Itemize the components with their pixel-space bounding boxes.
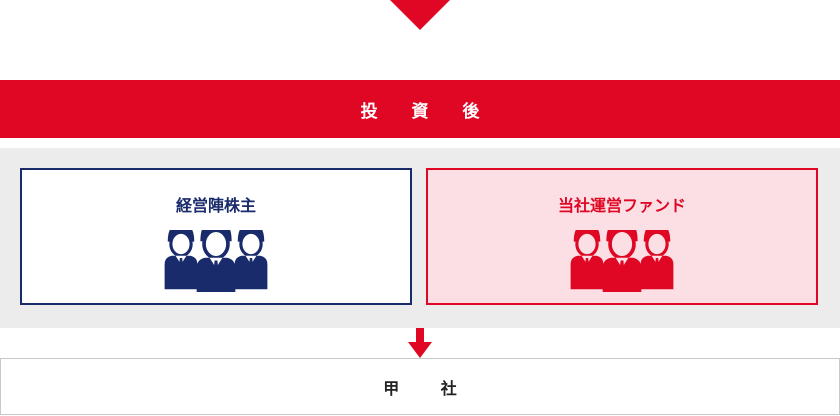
company-title: 甲 社 — [383, 378, 475, 398]
header-title: 投 資 後 — [360, 101, 494, 122]
company-fund-title: 当社運営ファンド — [557, 196, 686, 215]
management-shareholders-title: 経営陣株主 — [175, 196, 256, 215]
shareholders-panel: 経営陣株主 当社運営ファンド — [0, 148, 840, 328]
company-box: 甲 社 — [0, 358, 840, 415]
company-fund-box: 当社運営ファンド — [426, 168, 818, 305]
down-triangle-icon — [390, 0, 450, 30]
down-arrow-icon — [408, 328, 432, 358]
header-bar: 投 資 後 — [0, 80, 840, 138]
management-shareholders-box: 経営陣株主 — [20, 168, 412, 305]
people-group-icon — [163, 230, 269, 292]
people-group-icon — [569, 230, 675, 292]
